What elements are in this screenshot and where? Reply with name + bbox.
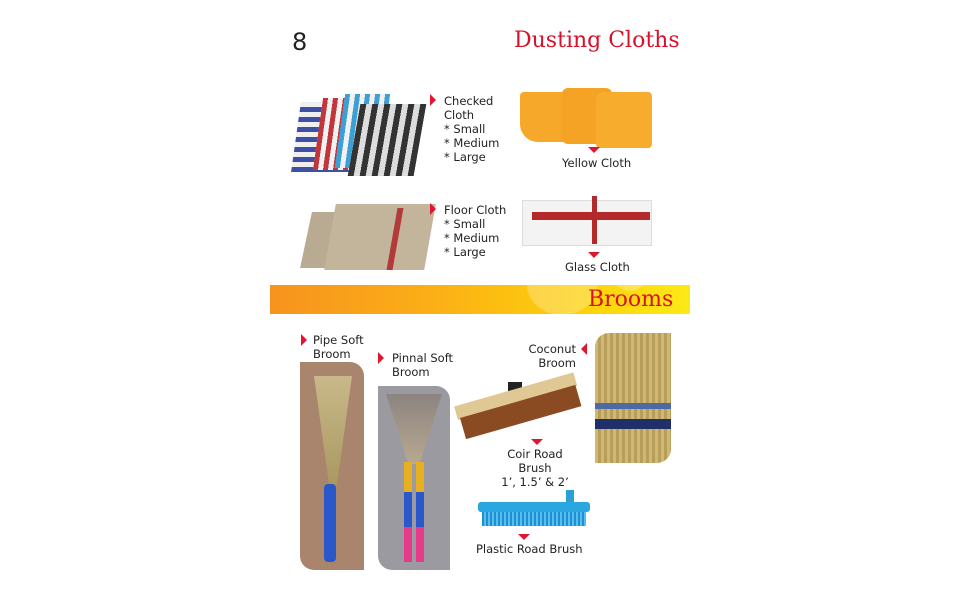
- coconut-broom-label: Coconut: [528, 342, 576, 356]
- size-small: * Small: [444, 122, 486, 136]
- pointer-arrow-icon: [430, 203, 436, 215]
- floor-cloth-label: Floor Cloth: [444, 203, 507, 217]
- pointer-arrow-icon: [531, 439, 543, 445]
- size-small: * Small: [444, 217, 486, 231]
- glass-cloth-image: [522, 192, 652, 246]
- brooms-banner: Brooms: [270, 285, 690, 314]
- pointer-arrow-icon: [588, 147, 600, 153]
- pinnal-broom-image: [378, 386, 450, 570]
- page-number: 8: [292, 28, 308, 56]
- pinnal-broom-label: Pinnal Soft: [392, 351, 454, 365]
- pointer-arrow-icon: [301, 334, 307, 346]
- pointer-arrow-icon: [588, 252, 600, 258]
- section-title-dusting-cloths: Dusting Cloths: [514, 28, 680, 53]
- coir-road-brush-image: [454, 372, 588, 450]
- checked-cloth-image: [291, 92, 427, 180]
- size-large: * Large: [444, 150, 486, 164]
- checked-cloth-label: Cloth: [444, 108, 475, 122]
- plastic-road-brush-label: Plastic Road Brush: [476, 542, 583, 556]
- coir-road-brush-sizes: 1’, 1.5’ & 2’: [501, 475, 569, 489]
- pipe-broom-label: Pipe Soft: [313, 333, 364, 347]
- pipe-broom-label: Broom: [313, 347, 351, 361]
- coconut-broom-image: [595, 333, 671, 463]
- yellow-cloth-label: Yellow Cloth: [562, 156, 632, 170]
- pointer-arrow-icon: [518, 534, 530, 540]
- pinnal-broom-label: Broom: [392, 365, 430, 379]
- section-title-brooms: Brooms: [588, 287, 674, 312]
- pointer-arrow-icon: [430, 94, 436, 106]
- size-medium: * Medium: [444, 136, 500, 150]
- pointer-arrow-icon: [378, 352, 384, 364]
- pipe-broom-image: [300, 362, 364, 570]
- coir-road-brush-label: Coir Road Brush: [507, 447, 563, 475]
- size-medium: * Medium: [444, 231, 500, 245]
- plastic-road-brush-image: [478, 490, 590, 530]
- yellow-cloth-image: [520, 88, 652, 150]
- coconut-broom-label: Broom: [538, 356, 576, 370]
- floor-cloth-image: [300, 198, 436, 274]
- size-large: * Large: [444, 245, 486, 259]
- checked-cloth-label: Checked: [444, 94, 494, 108]
- glass-cloth-label: Glass Cloth: [565, 260, 630, 274]
- pointer-arrow-icon: [581, 343, 587, 355]
